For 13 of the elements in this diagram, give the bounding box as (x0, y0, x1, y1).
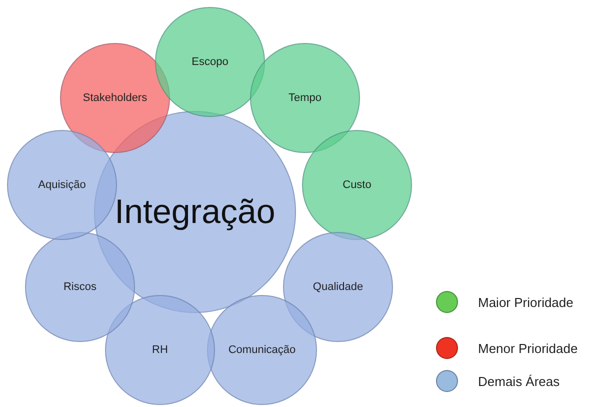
legend-label: Maior Prioridade (478, 294, 574, 310)
area-label: Tempo (288, 92, 322, 104)
area-label: Aquisição (38, 179, 86, 191)
area-label: Stakeholders (82, 92, 148, 104)
area-label: Escopo (192, 56, 228, 68)
area-label: Integração (114, 192, 276, 232)
area-label: Riscos (63, 281, 96, 293)
area-label: Comunicação (228, 344, 296, 356)
legend-label: Menor Prioridade (478, 340, 578, 356)
area-label: RH (152, 344, 168, 356)
area-label: Qualidade (312, 281, 364, 293)
legend-label: Demais Áreas (478, 374, 560, 388)
area-label: Custo (342, 179, 372, 191)
